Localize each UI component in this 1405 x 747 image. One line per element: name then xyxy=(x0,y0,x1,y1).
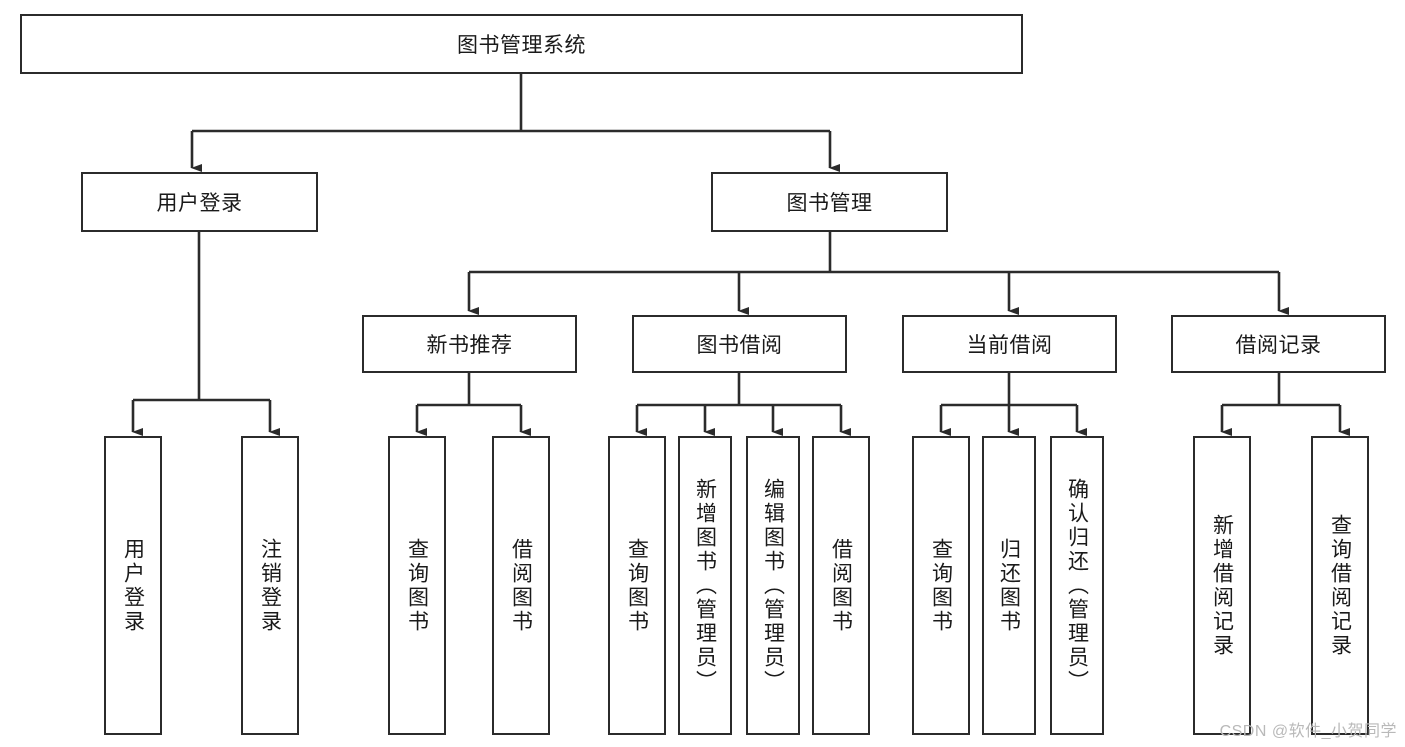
node-new-book-recommend[interactable]: 新书推荐 xyxy=(362,315,577,373)
node-leaf-add-record-label: 新增借阅记录 xyxy=(1210,513,1234,658)
node-book-borrow[interactable]: 图书借阅 xyxy=(632,315,847,373)
node-leaf-edit-book-label: 编辑图书（管理员） xyxy=(761,477,785,694)
node-leaf-add-book-label: 新增图书（管理员） xyxy=(693,477,717,694)
node-leaf-return-book[interactable]: 归还图书 xyxy=(982,436,1036,735)
node-leaf-user-logout-label: 注销登录 xyxy=(258,537,282,634)
node-user-login[interactable]: 用户登录 xyxy=(81,172,318,232)
node-leaf-query-book-2[interactable]: 查询图书 xyxy=(608,436,666,735)
node-leaf-edit-book[interactable]: 编辑图书（管理员） xyxy=(746,436,800,735)
csdn-watermark: CSDN @软件_小贺同学 xyxy=(1219,723,1397,740)
node-user-login-label: 用户登录 xyxy=(156,192,243,215)
node-leaf-query-book-3[interactable]: 查询图书 xyxy=(912,436,970,735)
node-leaf-borrow-book-2-label: 借阅图书 xyxy=(829,537,853,634)
node-current-borrow-label: 当前借阅 xyxy=(966,334,1053,357)
node-leaf-query-book-1-label: 查询图书 xyxy=(405,537,429,634)
node-root-label: 图书管理系统 xyxy=(457,34,586,57)
node-leaf-query-book-2-label: 查询图书 xyxy=(625,537,649,634)
node-leaf-borrow-book-1[interactable]: 借阅图书 xyxy=(492,436,550,735)
node-book-borrow-label: 图书借阅 xyxy=(696,334,783,357)
node-leaf-borrow-book-1-label: 借阅图书 xyxy=(509,537,533,634)
node-leaf-query-record[interactable]: 查询借阅记录 xyxy=(1311,436,1369,735)
node-leaf-user-login-label: 用户登录 xyxy=(121,537,145,634)
node-leaf-user-login[interactable]: 用户登录 xyxy=(104,436,162,735)
node-book-manage-label: 图书管理 xyxy=(786,192,873,215)
node-current-borrow[interactable]: 当前借阅 xyxy=(902,315,1117,373)
node-new-book-recommend-label: 新书推荐 xyxy=(426,334,513,357)
node-leaf-user-logout[interactable]: 注销登录 xyxy=(241,436,299,735)
node-root[interactable]: 图书管理系统 xyxy=(20,14,1023,74)
node-leaf-confirm-return[interactable]: 确认归还（管理员） xyxy=(1050,436,1104,735)
node-leaf-return-book-label: 归还图书 xyxy=(997,537,1021,634)
node-leaf-query-book-3-label: 查询图书 xyxy=(929,537,953,634)
node-leaf-confirm-return-label: 确认归还（管理员） xyxy=(1065,477,1089,694)
node-leaf-query-book-1[interactable]: 查询图书 xyxy=(388,436,446,735)
node-borrow-record[interactable]: 借阅记录 xyxy=(1171,315,1386,373)
node-leaf-add-book[interactable]: 新增图书（管理员） xyxy=(678,436,732,735)
node-leaf-borrow-book-2[interactable]: 借阅图书 xyxy=(812,436,870,735)
node-book-manage[interactable]: 图书管理 xyxy=(711,172,948,232)
node-leaf-add-record[interactable]: 新增借阅记录 xyxy=(1193,436,1251,735)
node-leaf-query-record-label: 查询借阅记录 xyxy=(1328,513,1352,658)
node-borrow-record-label: 借阅记录 xyxy=(1235,334,1322,357)
